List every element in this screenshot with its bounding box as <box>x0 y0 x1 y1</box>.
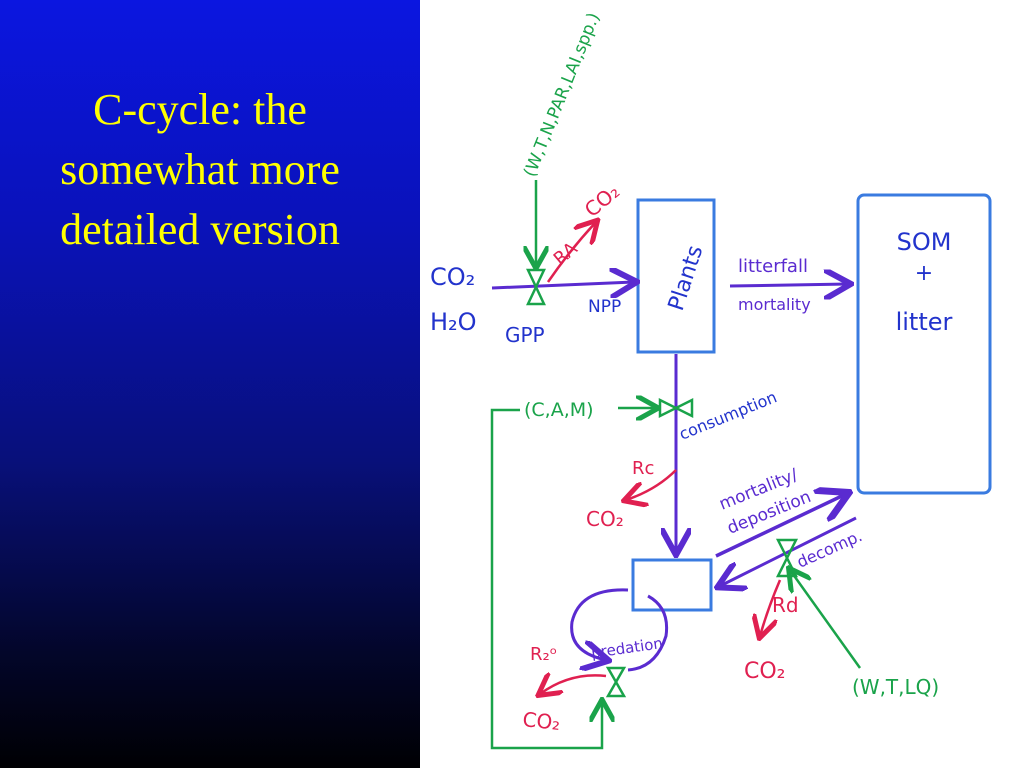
decomp-arrow <box>720 516 857 586</box>
consumption-drivers-label: (C,A,M) <box>524 399 594 421</box>
plants-label: Plants <box>664 242 708 313</box>
mortality-deposition-arrow <box>715 494 846 558</box>
predation-loop-right <box>627 594 669 672</box>
rc-co2-label: CO₂ <box>586 507 624 531</box>
r2-label: R₂ᵒ <box>530 644 557 665</box>
carbon-cycle-diagram: CO₂ H₂O (W,T,N,PAR,LAI,spp.) GPP NPP RA … <box>430 10 992 750</box>
decomp-drivers-label: (W,T,LQ) <box>852 675 939 699</box>
npp-label: NPP <box>588 297 621 317</box>
gpp-drivers-label: (W,T,N,PAR,LAI,spp.) <box>520 10 604 180</box>
predation-valve-icon <box>605 666 627 698</box>
title-panel: C-cycle: the somewhat more detailed vers… <box>0 0 420 768</box>
litterfall-label: litterfall <box>738 256 808 277</box>
litter-label: litter <box>896 308 953 336</box>
rc-arrow <box>626 469 677 500</box>
title-line-2: somewhat more <box>60 145 340 194</box>
rc-label: Rc <box>632 458 654 479</box>
h2o-input-label: H₂O <box>430 308 477 336</box>
som-label: SOM <box>897 228 952 256</box>
r2-arrow <box>540 675 607 694</box>
mortality-label: mortality <box>738 295 811 314</box>
title-line-3: detailed version <box>60 205 340 254</box>
decomp-valve-icon <box>775 538 799 578</box>
ra-arrow <box>546 222 596 283</box>
diagram-panel: CO₂ H₂O (W,T,N,PAR,LAI,spp.) GPP NPP RA … <box>420 0 1024 768</box>
gpp-label: GPP <box>505 323 545 347</box>
co2-input-label: CO₂ <box>430 263 475 291</box>
som-box <box>856 193 992 495</box>
slide-title: C-cycle: the somewhat more detailed vers… <box>0 80 400 260</box>
title-line-1: C-cycle: the <box>93 85 307 134</box>
som-plus-label: + <box>915 261 933 286</box>
r2-co2-label: CO₂ <box>521 707 561 735</box>
rd-co2-label: CO₂ <box>744 659 786 684</box>
rd-arrow <box>760 579 782 636</box>
het-box <box>631 558 713 612</box>
ra-co2-label: CO₂ <box>580 179 624 222</box>
litterfall-arrow <box>729 284 848 286</box>
gpp-flow-arrow <box>491 282 634 288</box>
rd-label: Rd <box>772 593 799 617</box>
feedback-loop-line <box>490 408 602 750</box>
decomp-driver-line <box>790 570 862 669</box>
predation-loop <box>570 588 629 660</box>
